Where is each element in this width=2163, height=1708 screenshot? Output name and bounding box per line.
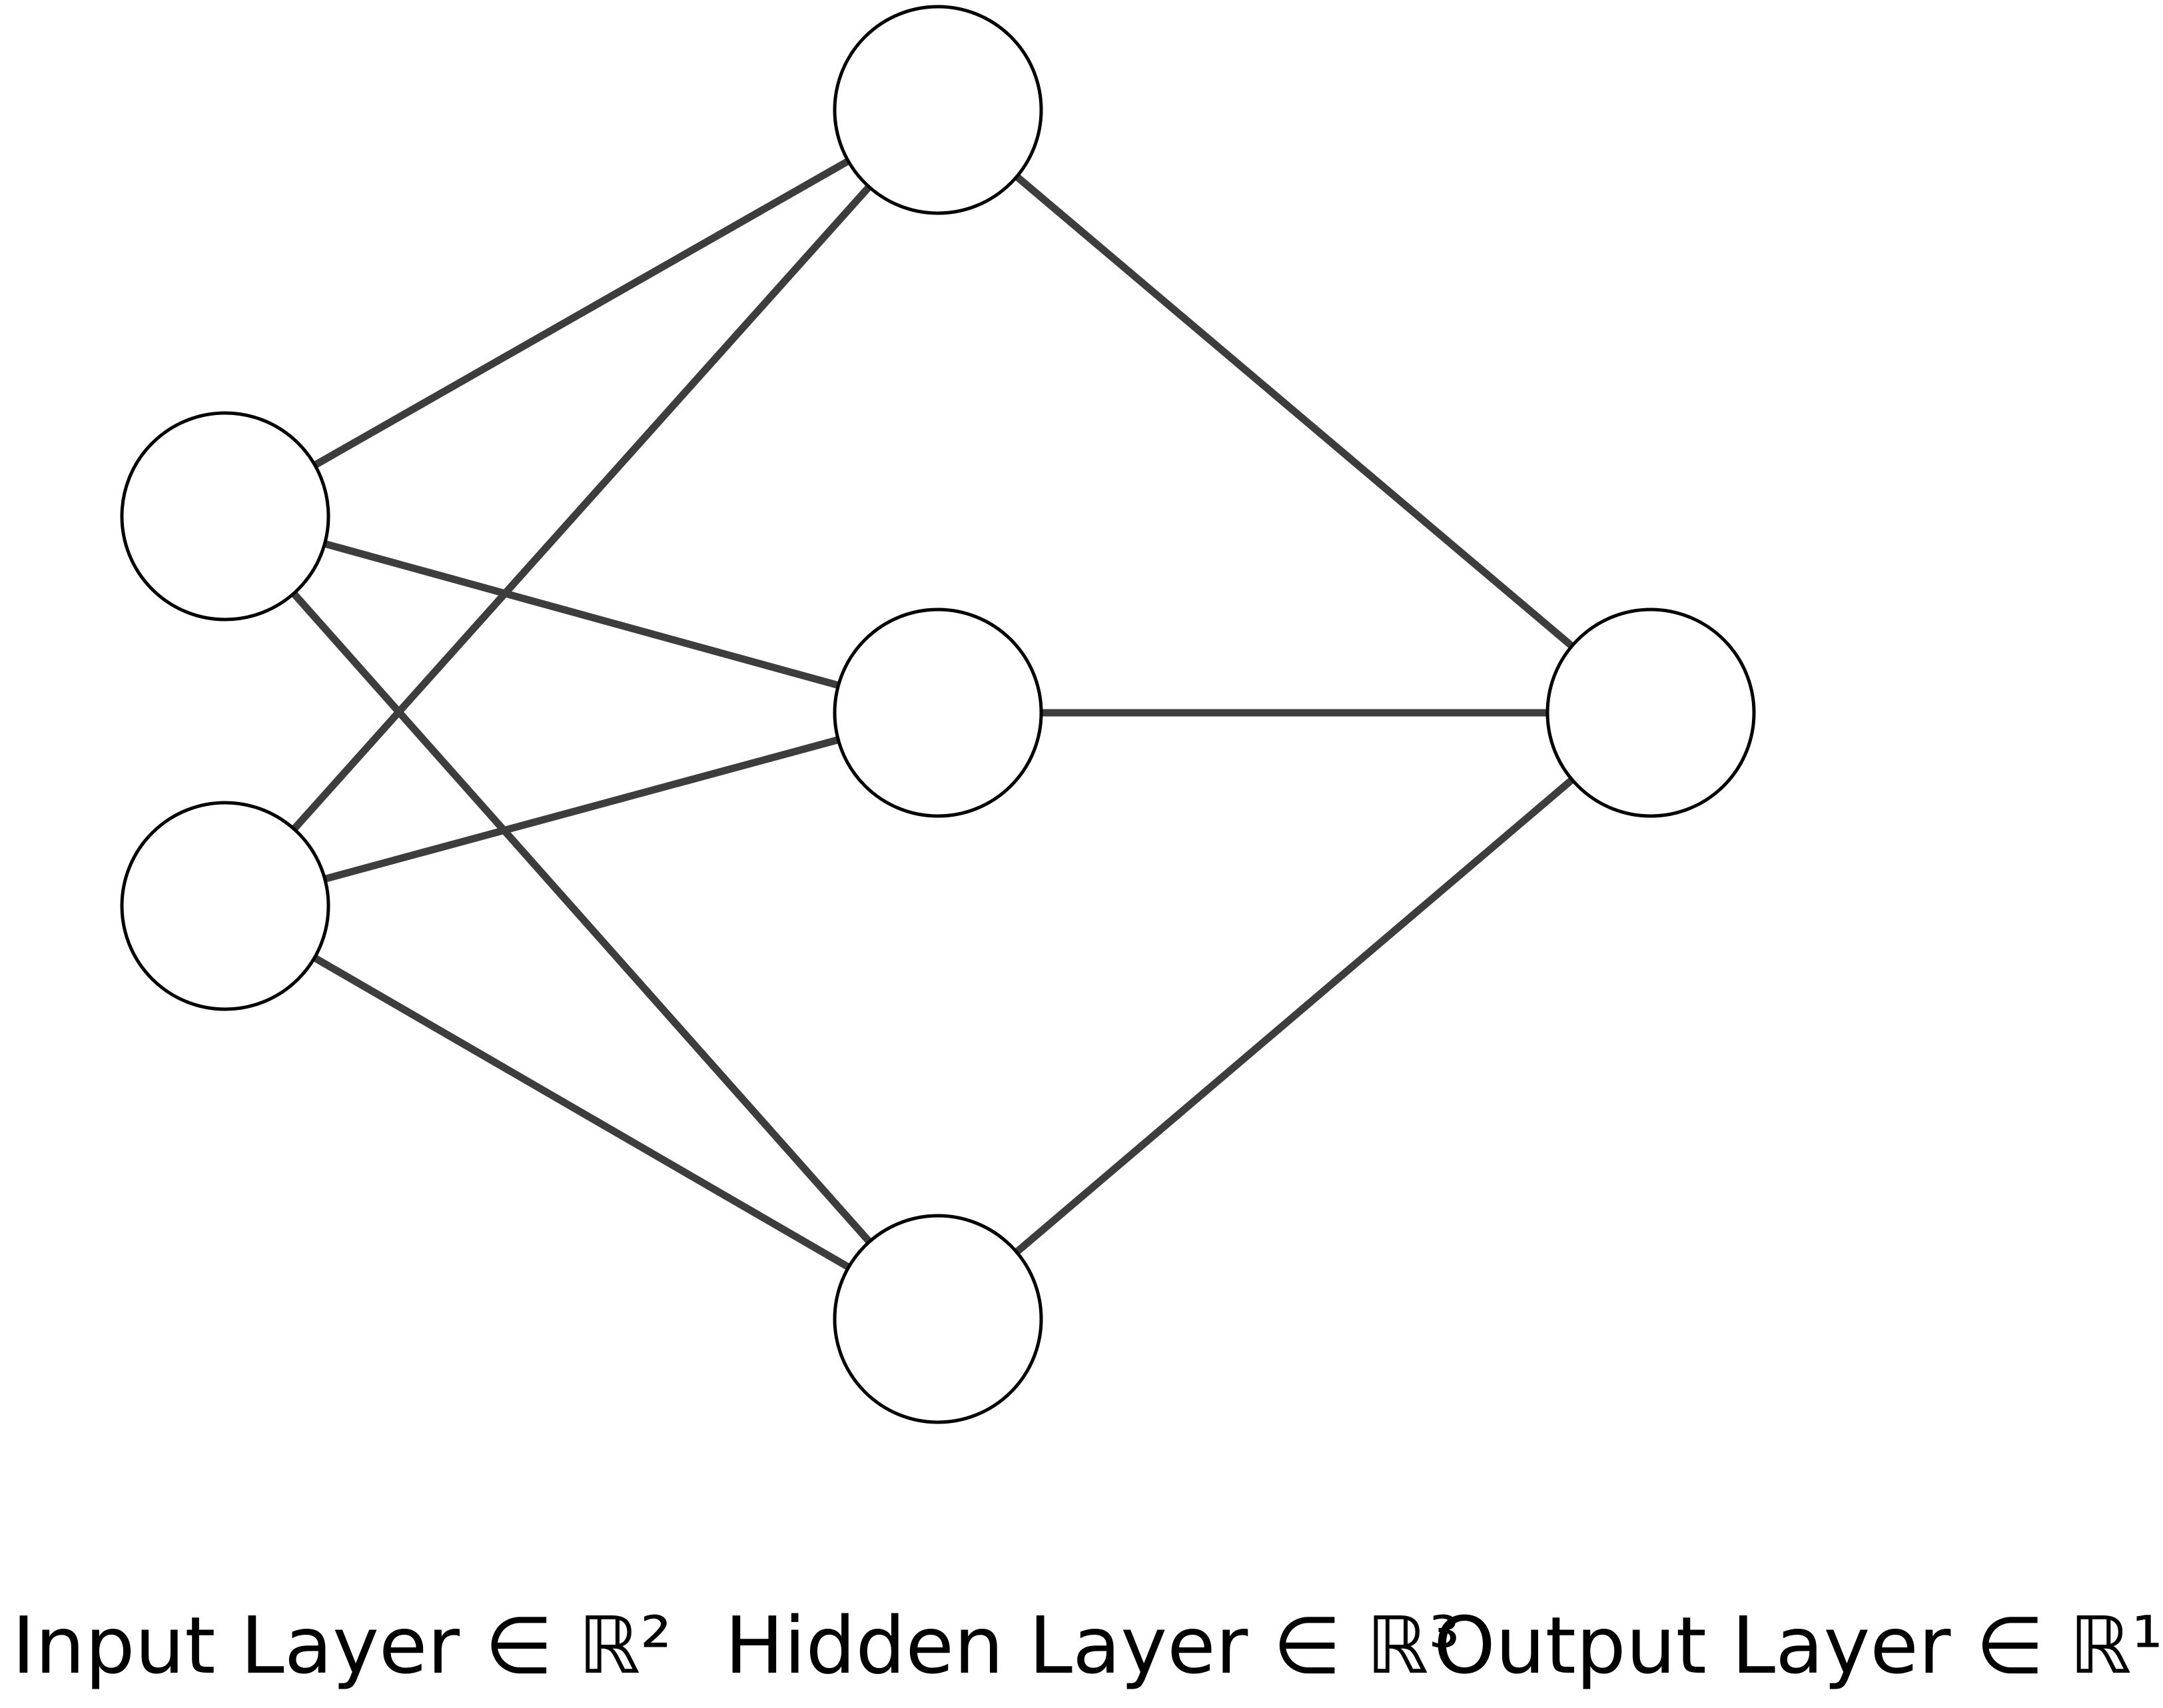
input-layer-label: Input Layer ∈ ℝ²	[12, 1599, 672, 1691]
connection-input-1-to-hidden-1	[221, 106, 942, 520]
connection-input-1-to-hidden-2	[221, 512, 942, 717]
hidden-layer-label: Hidden Layer ∈ ℝ³	[725, 1599, 1460, 1691]
connection-input-2-to-hidden-1	[221, 106, 942, 910]
input-2-neuron	[120, 801, 330, 1011]
connection-group	[221, 106, 1655, 1323]
hidden-2-neuron	[833, 608, 1043, 818]
connection-input-1-to-hidden-3	[221, 512, 942, 1323]
input-1-neuron	[120, 411, 330, 622]
neuron-group	[120, 5, 1756, 1424]
connection-input-2-to-hidden-3	[221, 902, 942, 1323]
hidden-1-neuron	[833, 5, 1043, 215]
output-1-neuron	[1545, 608, 1756, 818]
neural-network-diagram	[120, 5, 1756, 1424]
connection-hidden-1-to-output-1	[934, 106, 1655, 717]
hidden-3-neuron	[833, 1214, 1043, 1424]
connection-input-2-to-hidden-2	[221, 709, 942, 910]
output-layer-label: Output Layer ∈ ℝ¹	[1434, 1599, 2163, 1691]
connection-hidden-3-to-output-1	[934, 709, 1655, 1323]
